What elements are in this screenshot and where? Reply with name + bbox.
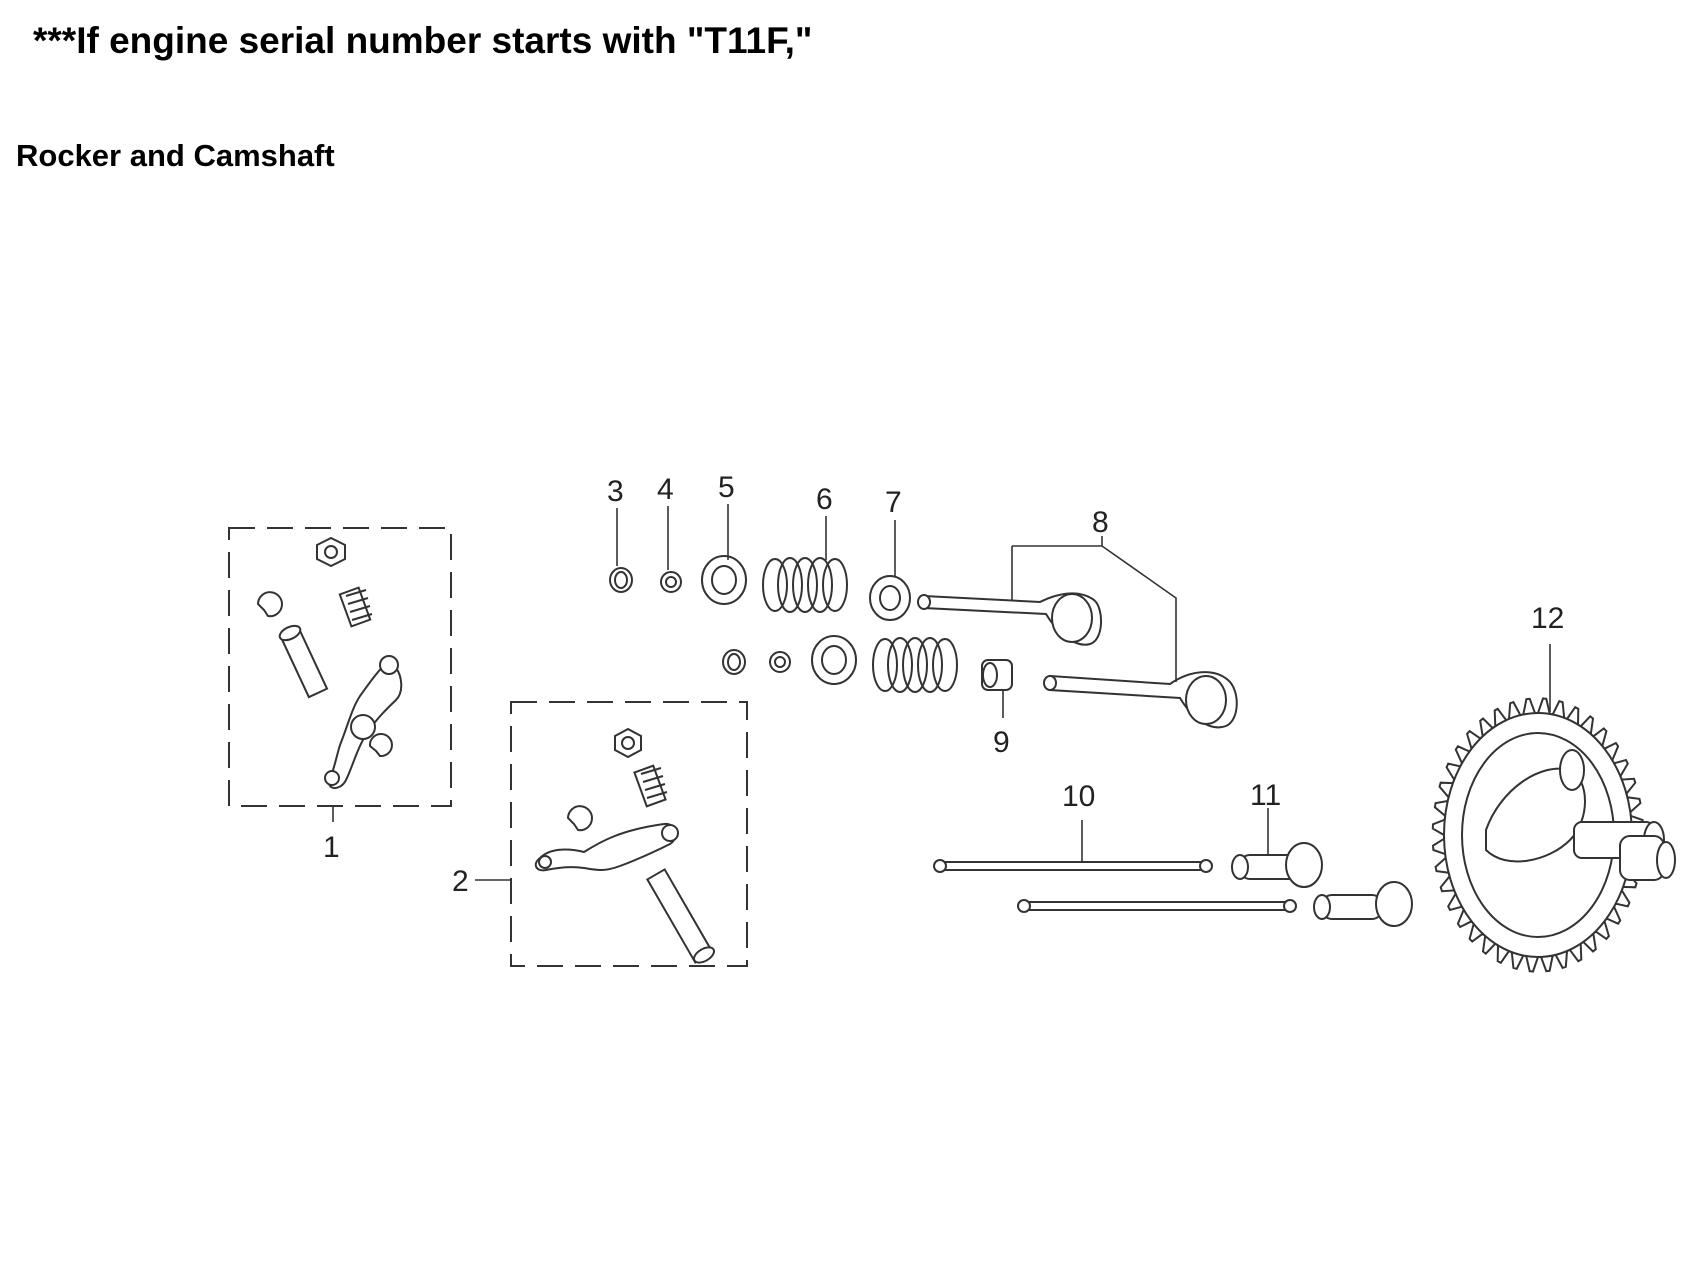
svg-text:1: 1 [323,831,340,864]
part-tappets [1231,842,1413,927]
callout-4: 4 [657,473,674,570]
callout-8: 8 [1011,506,1177,682]
svg-text:5: 5 [718,471,735,504]
part-pivot-pin [645,868,715,964]
callout-5: 5 [718,471,735,560]
svg-text:11: 11 [1250,779,1281,812]
part-camshaft-gear [1431,697,1676,973]
rocker-arm-assembly-2[interactable] [510,701,748,967]
svg-text:8: 8 [1092,506,1109,539]
callout-6: 6 [816,483,833,560]
part-nut [614,727,642,759]
part-adjust-screw [338,586,373,628]
page-title: ***If engine serial number starts with "… [33,20,813,61]
callout-2: 2 [452,865,511,898]
callout-3: 3 [607,475,624,566]
part-rocker-arm [534,822,677,872]
part-valve-spring [762,557,848,613]
valve-train-upper [609,555,1102,646]
svg-text:7: 7 [885,486,902,519]
callout-7: 7 [885,486,902,576]
callout-11: 11 [1250,779,1281,855]
part-circlip-lower [368,733,393,758]
group-frame-2 [510,701,748,967]
svg-text:10: 10 [1062,780,1095,813]
svg-text:4: 4 [657,473,674,506]
part-valve-stem-seal [981,659,1013,691]
part-circlip [256,591,283,618]
part-valve-upper [917,592,1102,646]
svg-text:6: 6 [816,483,833,516]
section-title: Rocker and Camshaft [16,138,335,173]
callout-1: 1 [323,806,340,864]
svg-text:12: 12 [1531,602,1564,635]
part-valve-spring [872,637,958,693]
valve-train-lower [722,635,1238,729]
part-valve-lower [1043,671,1238,729]
svg-text:3: 3 [607,475,624,508]
part-nut [316,536,346,568]
rocker-arm-assembly-1[interactable] [228,527,452,807]
group-frame-1 [228,527,452,807]
part-pivot-pin [278,624,329,699]
callout-9: 9 [993,690,1010,759]
part-circlip [566,805,593,832]
callout-10: 10 [1062,780,1095,862]
svg-text:9: 9 [993,726,1010,759]
part-push-rods [933,859,1297,913]
callout-12: 12 [1531,602,1564,712]
svg-text:2: 2 [452,865,469,898]
part-adjust-screw [633,764,668,808]
